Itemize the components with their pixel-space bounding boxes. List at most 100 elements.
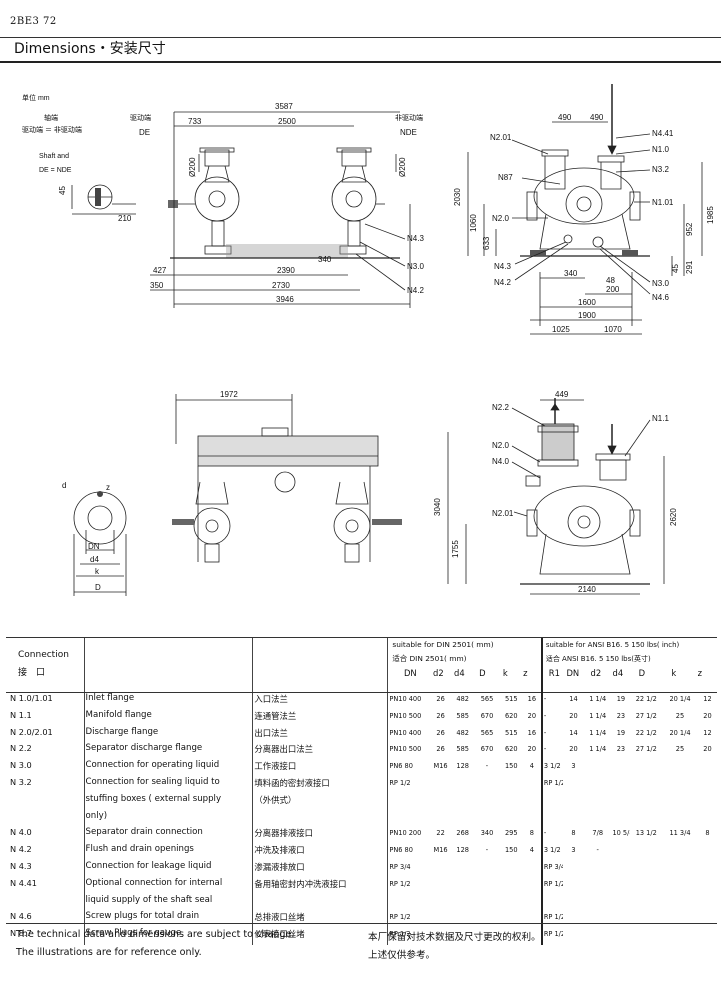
dim-633: 633	[482, 236, 491, 250]
connection-desc-zh: 冲洗及排液口	[252, 844, 388, 861]
ansi-cell	[662, 895, 698, 912]
page-title: Dimensions・安装尺寸	[14, 41, 166, 57]
din-cell: 268	[456, 829, 470, 838]
end-view-drawing: 490 490 2030 1060 633 1985 952 45 29	[453, 84, 715, 335]
dim-2140: 2140	[578, 585, 596, 594]
ansi-cell	[662, 811, 698, 828]
din-cell	[523, 895, 542, 912]
ansi-cell: 22 1/2	[635, 728, 657, 737]
dim-2620: 2620	[669, 508, 678, 526]
dim-48: 48	[606, 276, 615, 285]
connection-code: N 4.2	[10, 844, 32, 855]
ansi-cell	[584, 895, 611, 912]
dim-1060: 1060	[469, 214, 478, 232]
ansi-cell: 27 1/2	[635, 745, 657, 754]
dim-3587: 3587	[275, 102, 293, 111]
ansi-cell: 23	[616, 745, 626, 754]
din-cell	[451, 794, 474, 811]
nozzle-n201-end: N2.01	[490, 133, 512, 142]
din-cell	[451, 878, 474, 895]
dim-1755: 1755	[451, 540, 460, 558]
connection-desc-en: Screw plugs for total drain	[83, 911, 253, 929]
din-cell	[523, 777, 542, 794]
connection-desc-en: Manifold flange	[83, 709, 253, 727]
dim-2390: 2390	[277, 266, 295, 275]
connection-desc-zh: 总排液口丝堵	[252, 911, 388, 929]
ansi-col-dn: DN	[566, 668, 580, 678]
nozzle-n20-end2: N2.0	[492, 441, 509, 450]
nozzle-n42-end: N4.2	[494, 278, 511, 287]
din-col-d: D	[479, 668, 486, 678]
din-cell	[474, 911, 499, 928]
din-cell	[430, 878, 451, 895]
connection-desc-zh: 填料函的密封液接口	[252, 776, 388, 794]
ansi-cell: 3 1/2	[540, 760, 563, 777]
note-en-2: The illustrations are for reference only…	[16, 947, 202, 958]
ansi-cell: 1 1/4	[589, 711, 607, 720]
flange-d2-label: d	[62, 481, 66, 490]
ansi-cell	[698, 777, 717, 794]
ansi-cell	[630, 895, 662, 912]
din-cell	[523, 911, 542, 928]
flange-d-label: D	[95, 583, 101, 592]
ansi-cell	[563, 911, 584, 928]
connection-desc-zh: 工作液接口	[252, 760, 388, 777]
nozzle-n201-end2: N2.01	[492, 509, 514, 518]
ansi-cell: 7/8	[592, 829, 604, 838]
ansi-cell: 19	[616, 695, 626, 703]
dim-1600: 1600	[578, 298, 596, 307]
connection-desc-zh: 出口法兰	[252, 726, 388, 744]
dim-952: 952	[685, 222, 694, 236]
col-connection: Connection	[18, 650, 69, 660]
ansi-cell	[563, 811, 584, 828]
ansi-cell	[630, 861, 662, 878]
note-en-1: The technical data and dimensions are su…	[16, 929, 295, 940]
din-cell	[451, 911, 474, 928]
ansi-cell: 25	[675, 711, 685, 720]
din-cell	[451, 895, 474, 912]
din-cell	[500, 794, 523, 811]
ansi-cell	[630, 777, 662, 794]
ansi-col-d4: d4	[612, 668, 624, 678]
ansi-cell	[611, 844, 630, 861]
connection-desc-en: Discharge flange	[83, 726, 253, 744]
ansi-cell: 20	[569, 745, 578, 754]
din-cell	[451, 777, 474, 794]
din-title: suitable for DIN 2501( mm)	[392, 640, 494, 649]
ansi-cell	[584, 878, 611, 895]
connection-desc-zh: 分离器出口法兰	[252, 743, 388, 761]
din-cell: 670	[480, 745, 494, 754]
nozzle-n43-side: N4.3	[407, 234, 424, 243]
ansi-cell	[662, 928, 698, 945]
din-cell	[451, 861, 474, 878]
din-cell: 515	[504, 695, 518, 703]
nozzle-n10: N1.0	[652, 145, 669, 154]
ansi-cell	[630, 844, 662, 861]
din-col-z: z	[523, 668, 528, 678]
ansi-cell	[630, 794, 662, 811]
dim-490-b: 490	[590, 113, 604, 122]
connection-desc-zh: 备用轴密封内冲洗液接口	[252, 877, 388, 895]
end-view-2-drawing: 449 3040 1755 2620 2140 N2.2 N1.1 N2.0 N…	[433, 390, 678, 595]
ansi-cell: 25	[675, 745, 685, 754]
ansi-cell	[698, 895, 717, 912]
din-cell	[500, 861, 523, 878]
din-cell: 585	[456, 745, 470, 754]
connection-desc-en: Connection for sealing liquid to	[83, 776, 253, 794]
ansi-cell	[611, 878, 630, 895]
ansi-cell	[611, 794, 630, 811]
connection-desc-en: Optional connection for internal	[83, 877, 253, 895]
shaft-and-label: Shaft and	[39, 153, 69, 160]
nde-zh-label: 非驱动端	[395, 113, 423, 122]
dim-200: 200	[606, 285, 620, 294]
dim-1070: 1070	[604, 325, 622, 334]
nozzle-n43-end: N4.3	[494, 262, 511, 271]
din-cell	[500, 911, 523, 928]
connection-desc-en: Inlet flange	[83, 692, 253, 710]
din-cell	[451, 811, 474, 828]
din-cell: PN6 80	[387, 844, 431, 861]
